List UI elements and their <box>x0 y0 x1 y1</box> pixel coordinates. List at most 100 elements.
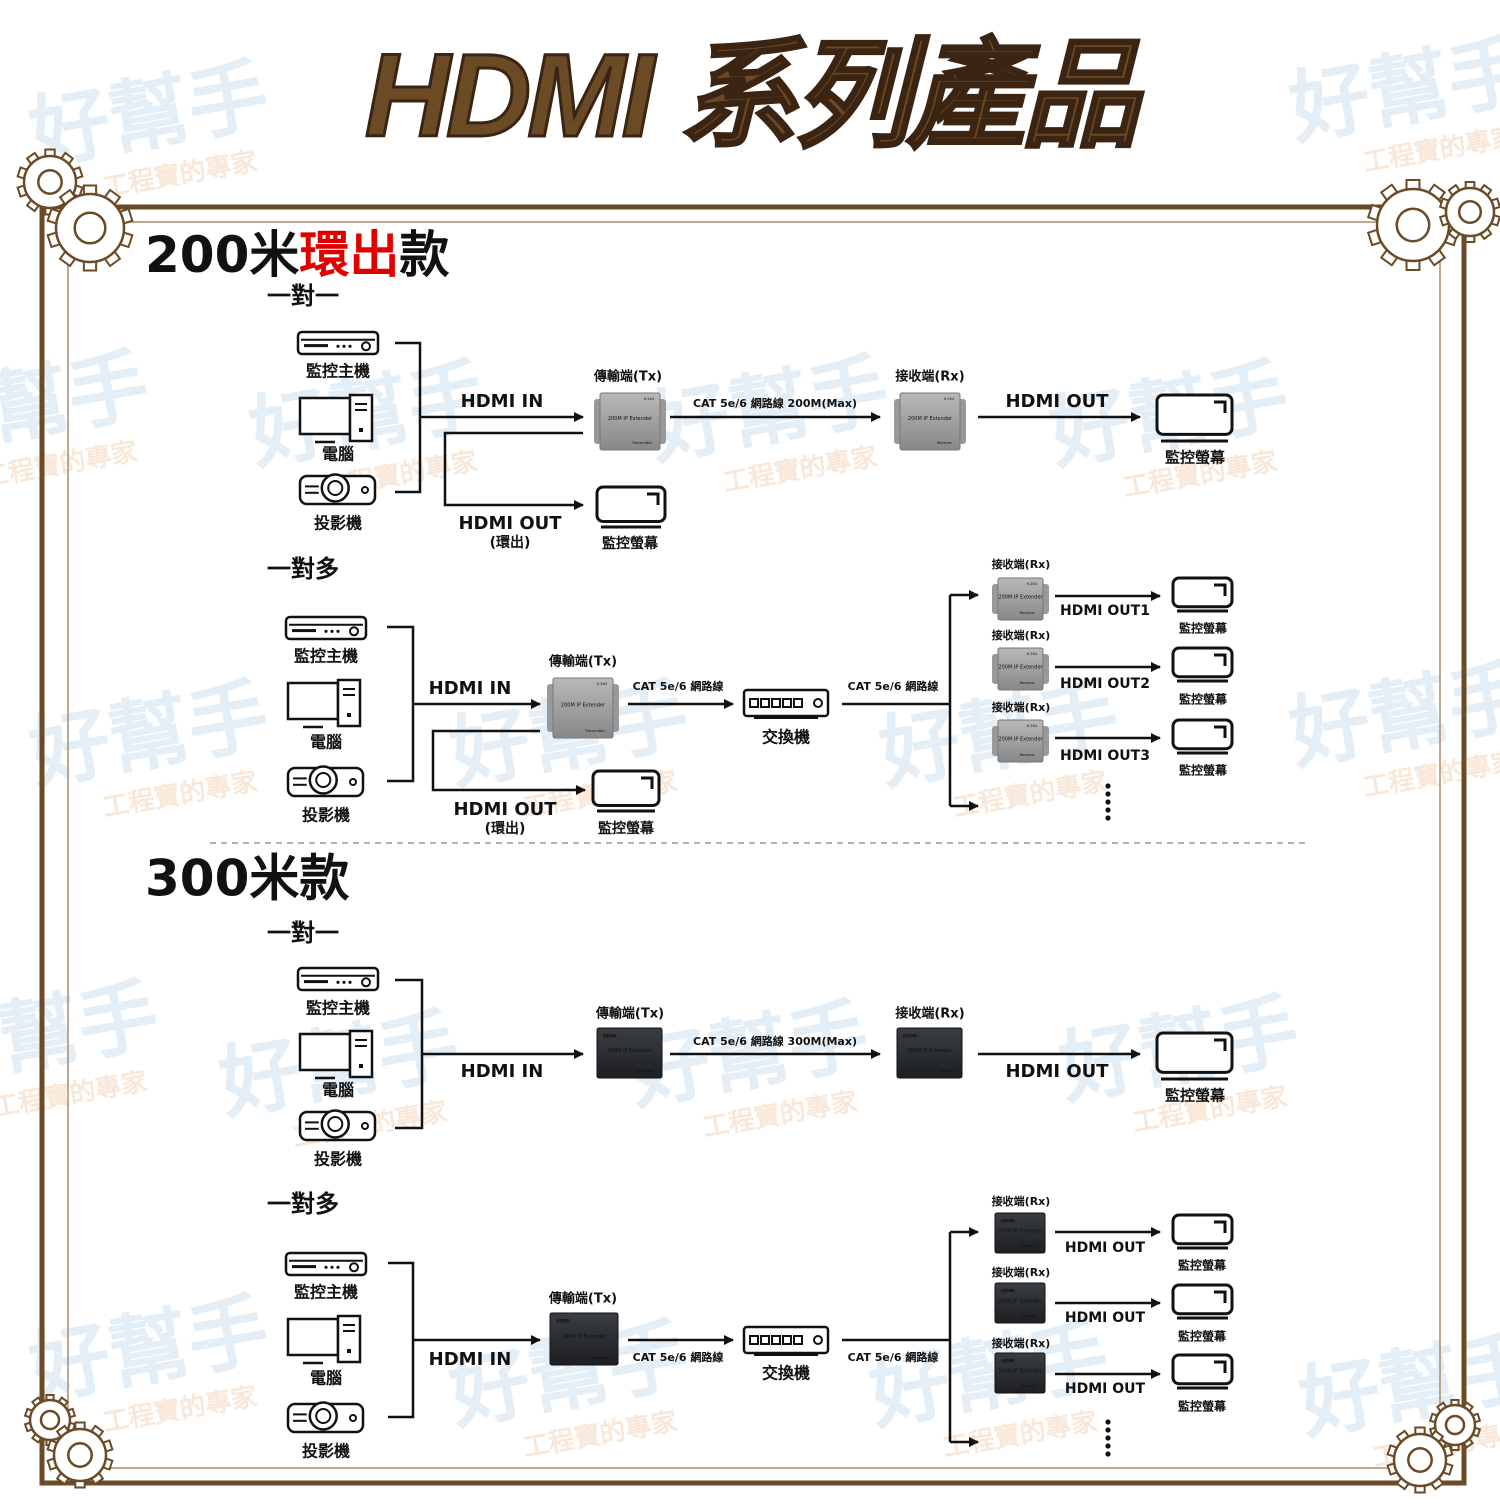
subheading-one-to-one: 一對一 <box>267 282 339 310</box>
rx-label: 接收端(Rx) <box>992 1194 1051 1208</box>
tx-label: 傳輸端(Tx) <box>595 1006 664 1022</box>
network-switch-icon <box>742 1325 830 1356</box>
device-role-text: Receiver <box>1020 753 1036 757</box>
hdmi-out-label: HDMI OUT <box>1065 1310 1146 1326</box>
page-title: HDMI 系列產品 <box>365 30 1144 162</box>
rx-label: 接收端(Rx) <box>992 628 1051 642</box>
monitor-label: 監控螢幕 <box>1178 1329 1227 1344</box>
device-role-text: Transmitter <box>631 441 653 445</box>
device-hdmi-text: HDMI <box>1001 1289 1015 1295</box>
dvr-icon <box>284 615 368 641</box>
hdmi-out-label: HDMI OUT <box>1005 1061 1109 1082</box>
monitor-label: 監控螢幕 <box>1178 1399 1227 1414</box>
rx-label: 接收端(Rx) <box>992 700 1051 714</box>
gear-icon <box>16 148 84 216</box>
device-hdmi-text: HDMI <box>903 1034 917 1040</box>
device-model-text: 300M IP Extender <box>907 1048 952 1054</box>
monitor-icon <box>1155 393 1234 443</box>
device-role-text: Receiver <box>939 1069 955 1073</box>
monitor-icon <box>1171 1213 1234 1250</box>
rx-label: 接收端(Rx) <box>895 1006 964 1022</box>
hdmi-out-label: HDMI OUT3 <box>1060 748 1150 764</box>
monitor-icon <box>1171 1353 1234 1390</box>
device-model-text: 200M IP Extender <box>998 664 1043 670</box>
source-label-pc: 電腦 <box>310 733 342 752</box>
cat-cable-label: CAT 5e/6 網路線 <box>633 679 724 693</box>
more-ellipsis-icon <box>1105 1419 1111 1457</box>
more-ellipsis-icon <box>1105 783 1111 821</box>
device-h264-text: H.264 <box>1027 582 1038 586</box>
source-label-pc: 電腦 <box>322 1081 354 1100</box>
computer-icon <box>286 678 362 729</box>
hdmi-in-label: HDMI IN <box>461 391 544 412</box>
dvr-icon <box>296 966 380 992</box>
device-role-text: Transmitter <box>633 1069 655 1073</box>
monitor-icon <box>1171 718 1234 755</box>
hdmi-out-label: HDMI OUT2 <box>1060 676 1150 692</box>
hdmi-out-label: HDMI OUT <box>1005 391 1109 412</box>
source-label-pc: 電腦 <box>310 1369 342 1388</box>
hdmi-out-label: HDMI OUT <box>458 513 562 534</box>
loop-out-arrow <box>443 431 584 510</box>
device-h264-text: H.264 <box>597 682 608 686</box>
section-heading-200m: 200米環出款 <box>145 226 449 284</box>
rx-label: 接收端(Rx) <box>895 369 964 385</box>
monitor-icon <box>1171 576 1234 613</box>
gear-icon <box>1366 179 1460 271</box>
device-h264-text: H.264 <box>1027 724 1038 728</box>
monitor-icon <box>1171 1283 1234 1320</box>
loop-out-arrow <box>431 729 586 795</box>
computer-icon <box>298 393 374 444</box>
device-role-text: Transmitter <box>589 1356 611 1360</box>
computer-icon <box>286 1314 362 1365</box>
device-model-text: 300M IP Extender <box>998 1299 1043 1305</box>
monitor-label: 監控螢幕 <box>1178 1258 1227 1273</box>
device-model-text: 300M IP Extender <box>998 1369 1043 1375</box>
cat-cable-label: CAT 5e/6 網路線 <box>848 679 939 693</box>
gear-icon <box>1386 1426 1454 1494</box>
source-bracket <box>387 625 415 783</box>
section-heading-300m: 300米款 <box>145 850 349 908</box>
cat-cable-label: CAT 5e/6 網路線 <box>848 1350 939 1364</box>
hdmi-out-label: HDMI OUT1 <box>1060 603 1150 619</box>
monitor-label: 監控螢幕 <box>1179 763 1228 778</box>
device-model-text: 200M IP Extender <box>561 703 606 709</box>
monitor-icon <box>591 769 661 813</box>
gear-icon <box>46 1421 114 1489</box>
gear-icon <box>46 184 134 272</box>
subheading-one-to-many: 一對多 <box>267 555 339 583</box>
device-role-text: Receiver <box>937 441 953 445</box>
hdmi-out-label: HDMI OUT <box>1065 1381 1146 1397</box>
device-h264-text: H.264 <box>644 397 655 401</box>
device-h264-text: H.264 <box>1027 652 1038 656</box>
tx-label: 傳輸端(Tx) <box>548 654 617 670</box>
heading-part: 款 <box>399 226 449 284</box>
computer-icon <box>298 1029 374 1080</box>
hdmi-in-label: HDMI IN <box>429 678 512 699</box>
network-switch-icon <box>742 688 830 719</box>
hdmi-in-label: HDMI IN <box>429 1349 512 1370</box>
loop-out-label: (環出) <box>490 534 531 551</box>
projector-icon <box>286 1401 365 1434</box>
heading-part: 環出 <box>299 226 399 284</box>
projector-icon <box>298 1109 377 1142</box>
monitor-label: 監控螢幕 <box>598 820 655 837</box>
source-label-dvr: 監控主機 <box>306 999 370 1018</box>
subheading-one-to-one: 一對一 <box>267 919 339 947</box>
source-label-dvr: 監控主機 <box>306 362 370 381</box>
device-role-text: Receiver <box>1022 1244 1038 1248</box>
rx-label: 接收端(Rx) <box>992 557 1051 571</box>
source-label-projector: 投影機 <box>302 1442 350 1461</box>
device-hdmi-text: HDMI <box>556 1319 570 1325</box>
tx-label: 傳輸端(Tx) <box>593 369 662 385</box>
switch-label: 交換機 <box>762 1364 810 1383</box>
gear-icon <box>1438 181 1500 243</box>
